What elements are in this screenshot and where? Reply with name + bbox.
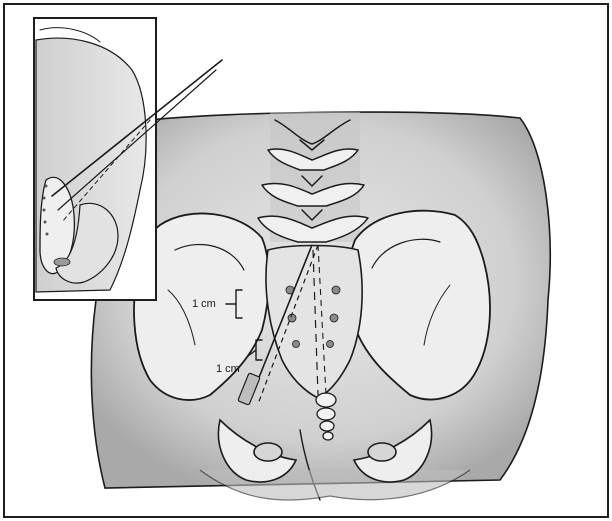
upper-distance-label: 1 cm [192,298,216,310]
lateral-view-inset [34,18,156,300]
lower-distance-label: 1 cm [216,363,240,375]
